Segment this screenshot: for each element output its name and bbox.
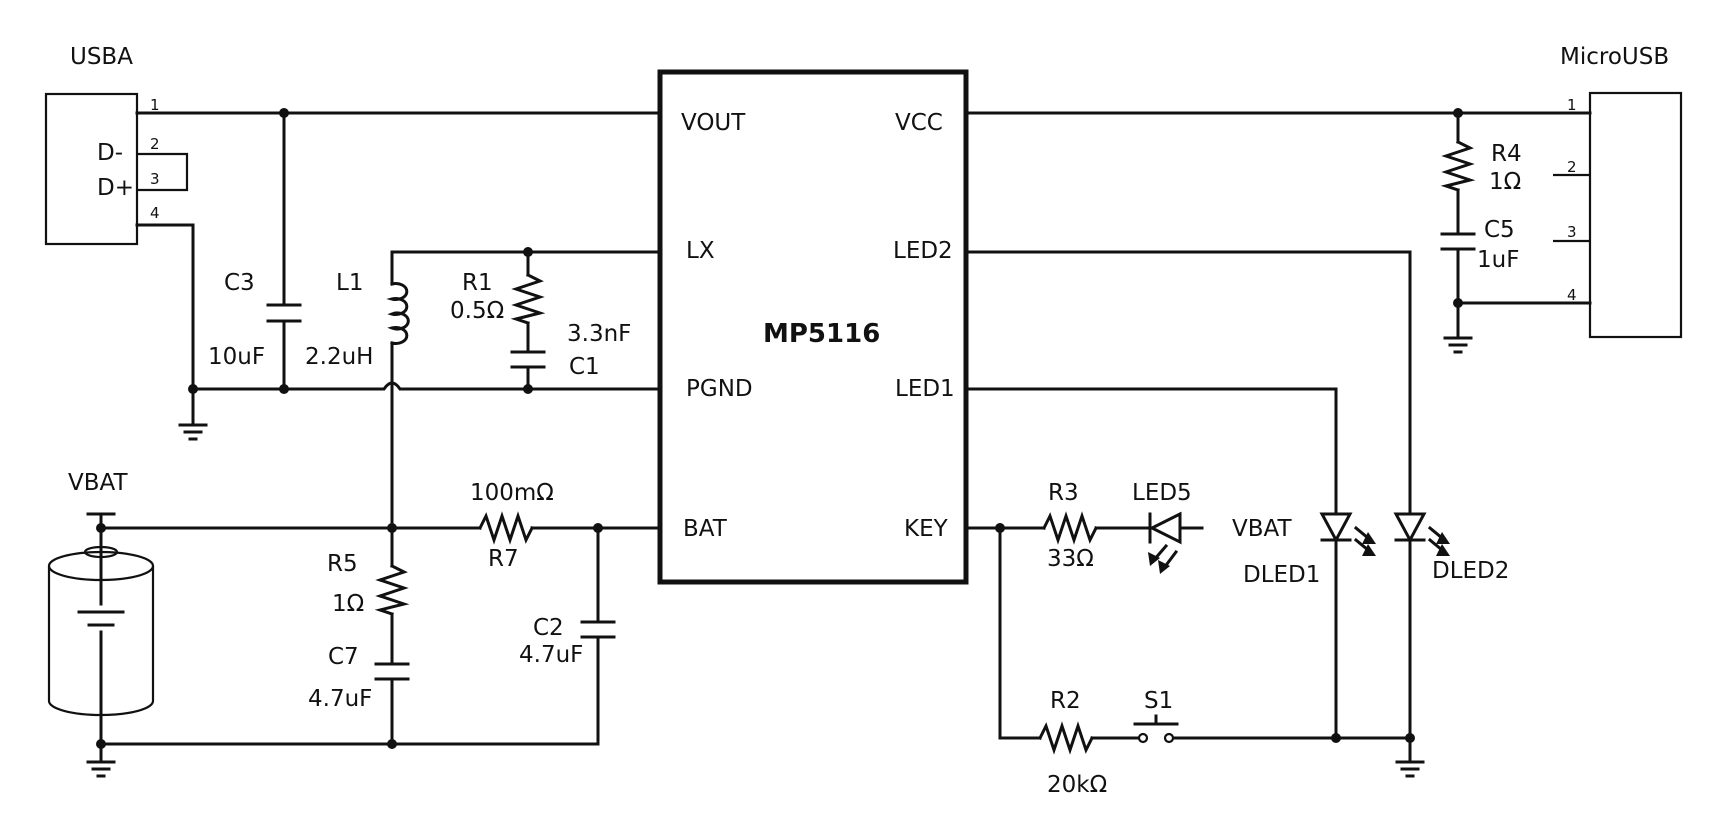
led-dled2: DLED2	[1393, 512, 1509, 584]
ground-symbol-battery	[86, 760, 116, 778]
vbat-led5-label: VBAT	[1232, 516, 1292, 542]
led-led5: LED5 VBAT	[1132, 480, 1292, 574]
usba-signal-dminus: D-	[97, 140, 123, 166]
led5-ref: LED5	[1132, 480, 1192, 506]
r5-ref: R5	[327, 551, 358, 577]
microusb-pin-1: 1	[1567, 96, 1577, 114]
usba-pin-2: 2	[150, 135, 160, 153]
resistor-r3: R3 33Ω	[1041, 480, 1099, 572]
battery-vbat: VBAT	[47, 470, 155, 746]
usba-signal-dplus: D+	[97, 175, 134, 201]
vbat-battery-label: VBAT	[68, 470, 128, 496]
r1-value: 0.5Ω	[450, 298, 504, 324]
microusb-pin-2: 2	[1567, 158, 1577, 176]
c5-value: 1uF	[1477, 247, 1519, 273]
capacitor-c2: C2 4.7uF	[519, 615, 616, 668]
usba-data-short-wire	[137, 152, 189, 192]
r7-ref: R7	[488, 546, 519, 572]
mp5116-chip: MP5116 VOUT LX PGND BAT VCC LED2 LED1 KE…	[657, 69, 969, 585]
chip-pin-lx: LX	[686, 238, 715, 264]
dled2-ref: DLED2	[1432, 558, 1509, 584]
ground-symbol-usba	[178, 387, 208, 441]
led2-wire	[964, 250, 1412, 516]
usba-pin-1: 1	[150, 96, 160, 114]
resistor-r2: R2 20kΩ	[1037, 688, 1107, 798]
c1-value: 3.3nF	[567, 321, 631, 347]
ground-symbol-right	[1395, 760, 1425, 778]
resistor-r7: 100mΩ R7	[470, 480, 554, 572]
pgnd-rail-wire	[191, 381, 662, 391]
r2-ref: R2	[1050, 688, 1081, 714]
resistor-r4: R4 1Ω	[1440, 139, 1522, 195]
key-r2-wire	[998, 526, 1042, 740]
usba-pin-4: 4	[150, 204, 160, 222]
left-wiring	[99, 111, 662, 764]
s1-ref: S1	[1144, 688, 1173, 714]
c3-ref: C3	[224, 270, 255, 296]
c3-value: 10uF	[208, 344, 265, 370]
switch-s1: S1	[1133, 688, 1179, 744]
led1-wire	[964, 387, 1338, 516]
chip-pin-key: KEY	[904, 516, 949, 542]
led-dled1: DLED1	[1243, 512, 1376, 588]
c5-ref: C5	[1484, 217, 1515, 243]
c7-value: 4.7uF	[308, 686, 372, 712]
capacitor-c3: C3 10uF	[208, 270, 302, 370]
capacitor-c1: 3.3nF C1	[510, 321, 631, 380]
chip-pin-led2: LED2	[893, 238, 953, 264]
usba-connector: USBA D- D+ 1 2 3 4	[44, 44, 189, 246]
battery-return-wire	[99, 635, 600, 746]
microusb-label: MicroUSB	[1560, 44, 1669, 70]
resistor-r1: R1 0.5Ω	[450, 270, 546, 325]
r2-value: 20kΩ	[1047, 772, 1107, 798]
c1-ref: C1	[569, 354, 600, 380]
chip-pin-vout: VOUT	[681, 110, 746, 136]
usba-pin-3: 3	[150, 170, 160, 188]
r3-ref: R3	[1048, 480, 1079, 506]
microusb-connector: MicroUSB 1 2 3 4	[1553, 44, 1683, 339]
usba-gnd-wire	[135, 223, 195, 391]
dled1-ref: DLED1	[1243, 562, 1320, 588]
ground-symbol-microusb	[1443, 336, 1473, 354]
c2-value: 4.7uF	[519, 642, 583, 668]
r4-value: 1Ω	[1489, 169, 1521, 195]
l1-value: 2.2uH	[305, 344, 373, 370]
inductor-l1: L1 2.2uH	[305, 270, 410, 370]
chip-pin-led1: LED1	[895, 376, 955, 402]
c2-ref: C2	[533, 615, 564, 641]
r3-value: 33Ω	[1047, 546, 1094, 572]
capacitor-c7: C7 4.7uF	[308, 644, 410, 712]
resistor-r5: R5 1Ω	[327, 551, 410, 617]
c7-ref: C7	[328, 644, 359, 670]
chip-pin-bat: BAT	[683, 516, 728, 542]
right-wiring	[964, 111, 1592, 764]
chip-pin-pgnd: PGND	[686, 376, 753, 402]
microusb-pin-3: 3	[1567, 223, 1577, 241]
r4-ref: R4	[1491, 141, 1522, 167]
microusb-pin-4: 4	[1567, 286, 1577, 304]
l1-ref: L1	[336, 270, 363, 296]
capacitor-c5: C5 1uF	[1440, 217, 1519, 273]
r1-ref: R1	[462, 270, 493, 296]
r5-value: 1Ω	[332, 591, 364, 617]
r7-value: 100mΩ	[470, 480, 554, 506]
usba-label: USBA	[70, 44, 133, 70]
junction-dots	[96, 108, 1463, 749]
chip-name: MP5116	[763, 319, 880, 349]
chip-pin-vcc: VCC	[895, 110, 943, 136]
